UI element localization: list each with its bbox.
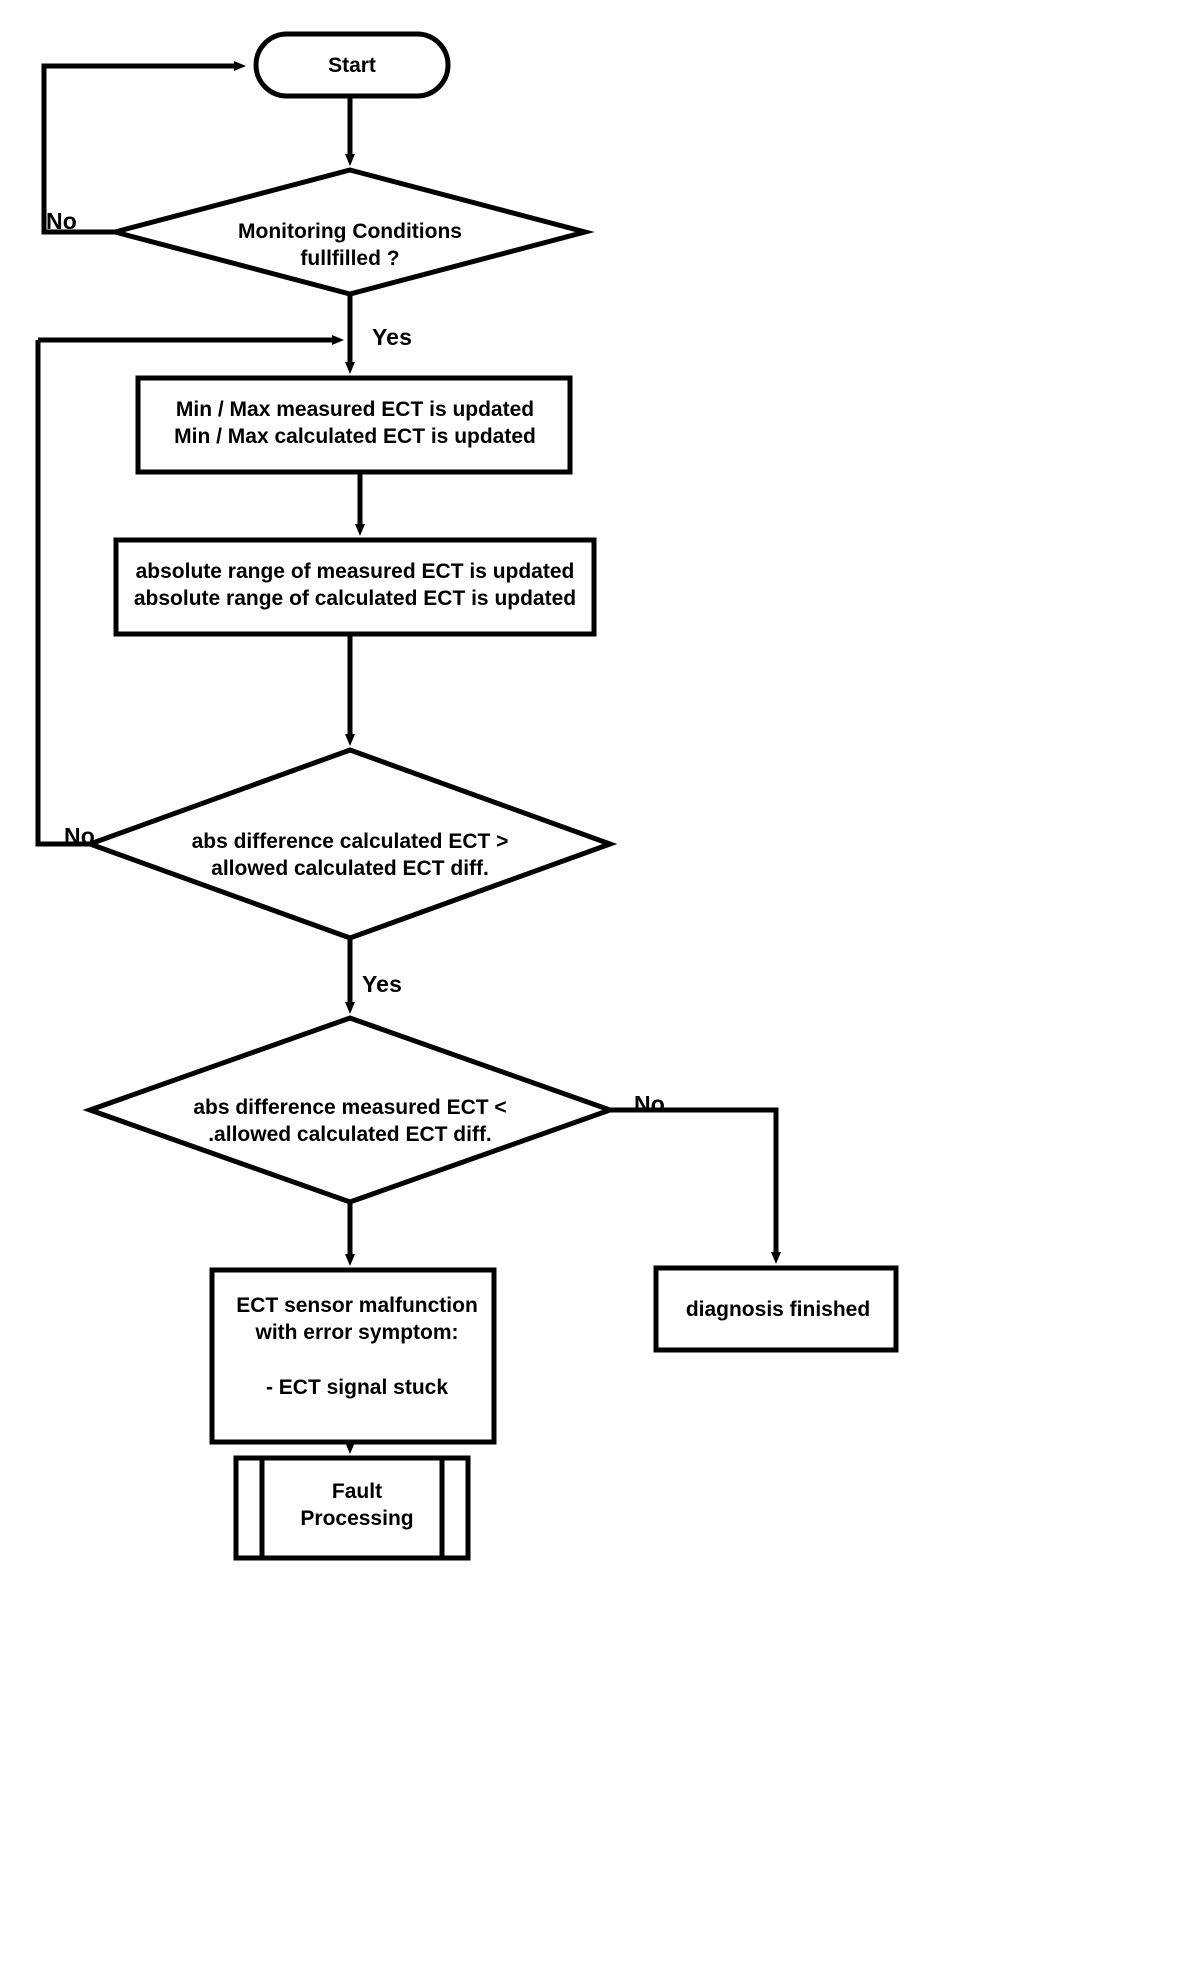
process-malfunction-shape: [209, 1267, 497, 1445]
decision-meas-diff-label: abs difference measured ECT < .allowed c…: [193, 1096, 507, 1147]
edge-monitoring-no-loop: [41, 61, 246, 235]
process-diag-finished-shape: [653, 1265, 899, 1353]
edge-label-meas-diff-no: No: [634, 1091, 665, 1117]
edge-label-calc-diff-yes: Yes: [362, 971, 402, 997]
edge-calcdiff-no: [35, 340, 90, 847]
process-fault-label: Fault Processing: [300, 1480, 414, 1531]
process-malfunction-label: ECT sensor malfunction with error sympto…: [236, 1294, 478, 1399]
process-absrange-shape: [113, 537, 597, 637]
edge-label-calc-diff-no: No: [64, 823, 95, 849]
process-fault-shape: [233, 1455, 471, 1561]
process-diag-finished-label: diagnosis finished: [685, 1298, 871, 1321]
decision-calc-diff-label: abs difference calculated ECT > allowed …: [191, 830, 509, 881]
edge-measdiff-no: [610, 1107, 781, 1264]
process-absrange-label: absolute range of measured ECT is update…: [133, 560, 577, 611]
edge-label-monitoring-no: No: [46, 208, 77, 234]
decision-monitoring-label: Monitoring Conditions fullfilled ?: [238, 220, 462, 271]
start-terminator-label: Start: [328, 54, 376, 77]
edge-label-monitoring-yes: Yes: [372, 324, 412, 350]
process-minmax-shape: [135, 375, 573, 475]
process-minmax-label: Min / Max measured ECT is updated Min / …: [174, 398, 536, 449]
